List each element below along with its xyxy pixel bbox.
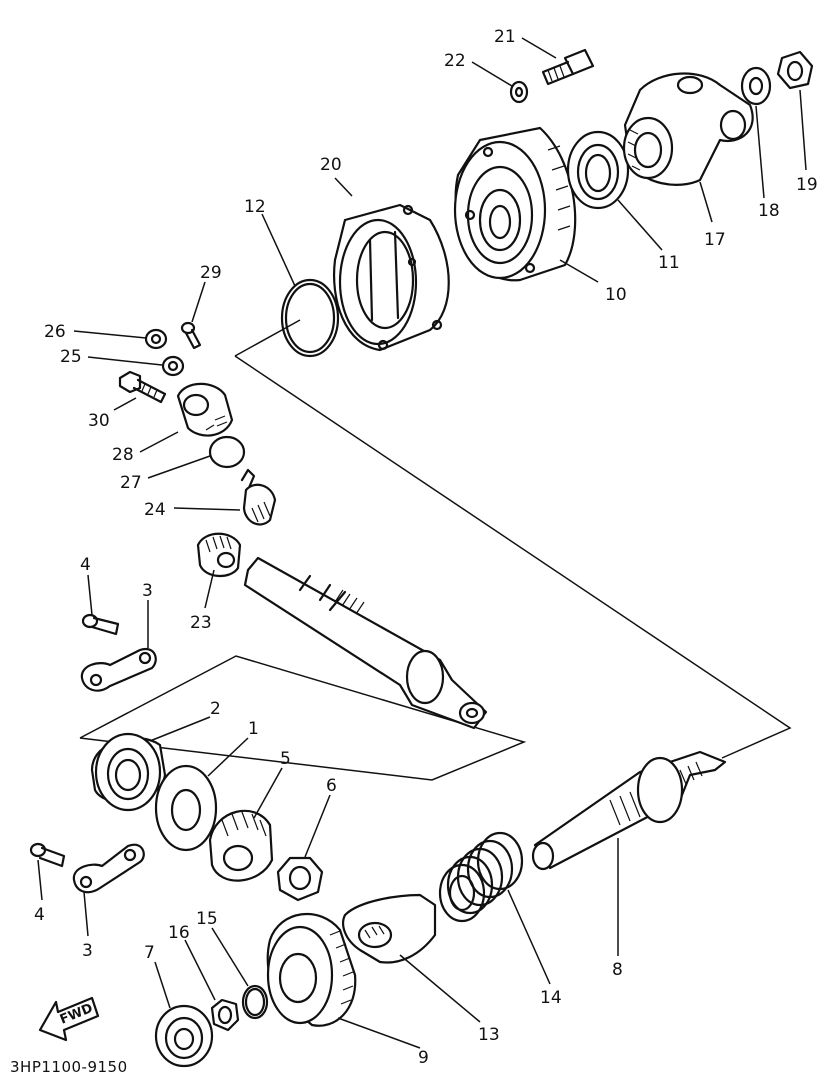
callout-3-upper: 3 bbox=[142, 581, 153, 601]
callout-2: 2 bbox=[210, 699, 221, 719]
callout-14: 14 bbox=[540, 988, 562, 1008]
middle-shaft bbox=[243, 556, 488, 730]
part-8-drive-shaft bbox=[531, 750, 727, 871]
part-14-spring bbox=[438, 831, 524, 923]
callout-9: 9 bbox=[418, 1048, 429, 1068]
part-28-housing bbox=[176, 382, 234, 437]
callout-19: 19 bbox=[796, 175, 818, 195]
callout-11: 11 bbox=[658, 253, 680, 273]
callout-16: 16 bbox=[168, 923, 190, 943]
part-12-o-ring bbox=[280, 278, 340, 358]
callout-23: 23 bbox=[190, 613, 212, 633]
callout-21: 21 bbox=[494, 27, 516, 47]
part-20-retainer bbox=[333, 203, 450, 352]
leader-lines bbox=[37, 37, 807, 1049]
part-18-washer bbox=[740, 66, 772, 106]
part-13-coupling bbox=[342, 893, 437, 964]
callout-10: 10 bbox=[605, 285, 627, 305]
part-3-plate-upper bbox=[80, 647, 157, 692]
part-24-gear bbox=[240, 468, 277, 526]
part-4-bolt-upper bbox=[81, 613, 120, 636]
callout-25: 25 bbox=[60, 347, 82, 367]
callout-18: 18 bbox=[758, 201, 780, 221]
callout-27: 27 bbox=[120, 473, 142, 493]
part-21-bolt bbox=[541, 48, 595, 86]
part-17-yoke bbox=[622, 72, 754, 186]
callout-24: 24 bbox=[144, 500, 166, 520]
callout-26: 26 bbox=[44, 322, 66, 342]
part-23-gear bbox=[196, 532, 242, 577]
callout-5: 5 bbox=[280, 749, 291, 769]
drawing-code: 3HP1100-9150 bbox=[10, 1058, 128, 1076]
callout-20: 20 bbox=[320, 155, 342, 175]
callout-29: 29 bbox=[200, 263, 222, 283]
callout-15: 15 bbox=[196, 909, 218, 929]
part-6-nut bbox=[276, 856, 324, 902]
part-5-bevel-gear bbox=[208, 809, 274, 882]
callout-labels: 21 22 10 11 17 18 19 20 12 29 26 25 30 2… bbox=[34, 27, 818, 1068]
callout-6: 6 bbox=[326, 776, 337, 796]
part-25-seal bbox=[161, 355, 185, 377]
part-15-ring bbox=[241, 984, 269, 1020]
assembly-outline bbox=[79, 319, 792, 781]
callout-7: 7 bbox=[144, 943, 155, 963]
part-19-nut bbox=[776, 50, 814, 90]
part-22-washer bbox=[509, 80, 529, 104]
part-1-shim bbox=[154, 764, 218, 852]
callout-3-lower: 3 bbox=[82, 941, 93, 961]
callout-8: 8 bbox=[612, 960, 623, 980]
part-2-bearing bbox=[90, 732, 167, 812]
callout-30: 30 bbox=[88, 411, 110, 431]
part-10-flange bbox=[453, 126, 577, 282]
callout-17: 17 bbox=[704, 230, 726, 250]
part-16-nut bbox=[210, 998, 240, 1032]
part-30-bolt bbox=[118, 370, 167, 404]
part-7-bearing bbox=[154, 1004, 214, 1068]
part-11-oil-seal bbox=[566, 130, 630, 210]
callout-22: 22 bbox=[444, 51, 466, 71]
callout-4-upper: 4 bbox=[80, 555, 91, 575]
callout-12: 12 bbox=[244, 197, 266, 217]
part-9-ring-gear bbox=[266, 912, 357, 1027]
part-4-bolt-lower bbox=[29, 842, 66, 868]
callout-13: 13 bbox=[478, 1025, 500, 1045]
part-27-o-ring bbox=[208, 435, 246, 469]
callout-4-lower: 4 bbox=[34, 905, 45, 925]
part-3-plate-lower bbox=[72, 843, 145, 894]
callout-28: 28 bbox=[112, 445, 134, 465]
part-29-screw bbox=[180, 321, 202, 350]
callout-1: 1 bbox=[248, 719, 259, 739]
fwd-arrow-icon: FWD bbox=[38, 996, 100, 1042]
part-26-washer bbox=[144, 328, 168, 350]
